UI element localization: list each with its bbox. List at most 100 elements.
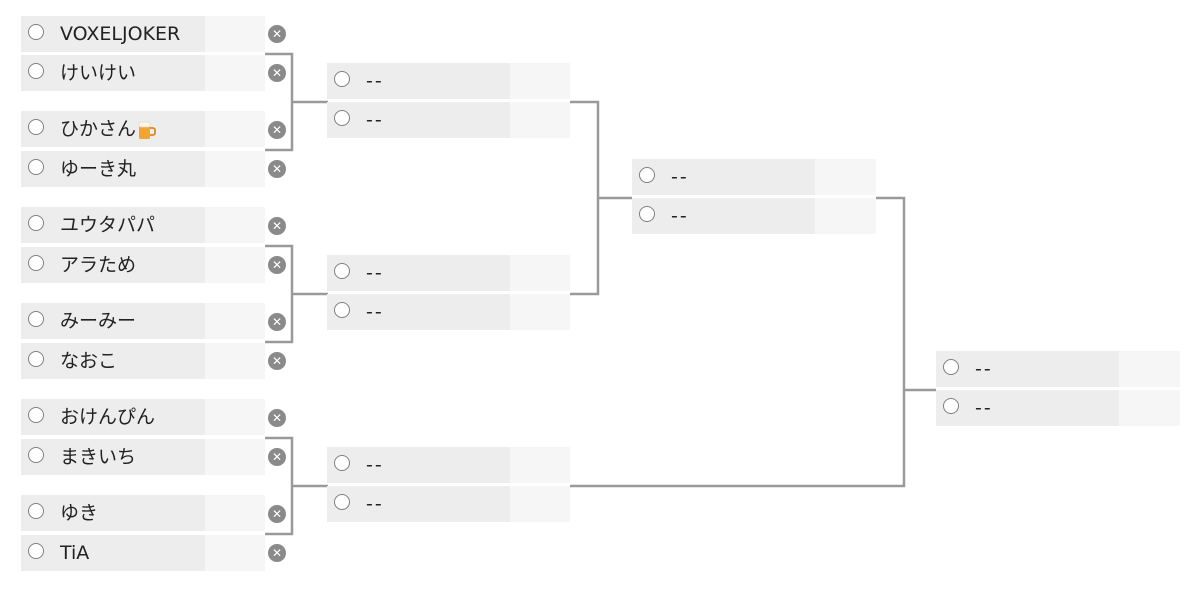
score-cell[interactable]: [205, 495, 265, 531]
score-cell[interactable]: [1119, 390, 1180, 426]
score-cell[interactable]: [205, 207, 265, 243]
player-slot[interactable]: --: [327, 102, 570, 138]
player-slot[interactable]: けいけい: [21, 55, 265, 91]
score-cell[interactable]: [205, 247, 265, 283]
player-slot[interactable]: ゆーき丸: [21, 151, 265, 187]
player-name: けいけい: [60, 62, 137, 84]
score-cell[interactable]: [510, 447, 570, 483]
player-name: TiA: [60, 542, 90, 564]
player-slot[interactable]: TiA: [21, 535, 265, 571]
score-cell[interactable]: [205, 303, 265, 339]
player-name: VOXELJOKER: [60, 23, 181, 45]
score-cell[interactable]: [510, 294, 570, 330]
player-name-cell: アラため: [21, 247, 205, 283]
remove-player-icon[interactable]: ✕: [268, 64, 286, 82]
radio-circle-icon[interactable]: [28, 63, 44, 79]
remove-player-icon[interactable]: ✕: [268, 544, 286, 562]
player-slot[interactable]: ひかさん: [21, 111, 265, 147]
score-cell[interactable]: [510, 486, 570, 522]
player-slot[interactable]: --: [327, 447, 570, 483]
player-slot[interactable]: VOXELJOKER: [21, 16, 265, 52]
player-slot[interactable]: --: [327, 486, 570, 522]
remove-player-icon[interactable]: ✕: [268, 448, 286, 466]
radio-circle-icon[interactable]: [28, 351, 44, 367]
radio-circle-icon[interactable]: [334, 302, 350, 318]
player-name-cell: ゆき: [21, 495, 205, 531]
player-name: --: [975, 358, 993, 380]
player-name: --: [671, 205, 689, 227]
player-slot[interactable]: ユウタパパ: [21, 207, 265, 243]
radio-circle-icon[interactable]: [28, 503, 44, 519]
radio-circle-icon[interactable]: [28, 215, 44, 231]
player-name: まきいち: [60, 446, 137, 468]
player-name-cell: --: [327, 294, 510, 330]
radio-circle-icon[interactable]: [334, 455, 350, 471]
player-slot[interactable]: みーみー: [21, 303, 265, 339]
player-slot[interactable]: --: [936, 351, 1180, 387]
score-cell[interactable]: [1119, 351, 1180, 387]
player-slot[interactable]: ゆき: [21, 495, 265, 531]
score-cell[interactable]: [205, 16, 265, 52]
player-slot[interactable]: --: [327, 255, 570, 291]
player-name: --: [366, 301, 384, 323]
player-name-cell: --: [936, 351, 1119, 387]
player-slot[interactable]: おけんぴん: [21, 399, 265, 435]
player-name-cell: おけんぴん: [21, 399, 205, 435]
remove-player-icon[interactable]: ✕: [268, 217, 286, 235]
score-cell[interactable]: [205, 111, 265, 147]
radio-circle-icon[interactable]: [28, 543, 44, 559]
player-name: --: [366, 454, 384, 476]
remove-player-icon[interactable]: ✕: [268, 25, 286, 43]
player-name-cell: けいけい: [21, 55, 205, 91]
radio-circle-icon[interactable]: [639, 206, 655, 222]
radio-circle-icon[interactable]: [334, 263, 350, 279]
player-slot[interactable]: --: [327, 63, 570, 99]
score-cell[interactable]: [815, 159, 876, 195]
score-cell[interactable]: [510, 63, 570, 99]
player-slot[interactable]: なおこ: [21, 343, 265, 379]
radio-circle-icon[interactable]: [334, 494, 350, 510]
player-name-cell: --: [327, 486, 510, 522]
radio-circle-icon[interactable]: [334, 110, 350, 126]
radio-circle-icon[interactable]: [28, 311, 44, 327]
score-cell[interactable]: [510, 255, 570, 291]
player-name-cell: まきいち: [21, 439, 205, 475]
remove-player-icon[interactable]: ✕: [268, 313, 286, 331]
player-slot[interactable]: --: [936, 390, 1180, 426]
radio-circle-icon[interactable]: [28, 119, 44, 135]
player-slot[interactable]: --: [327, 294, 570, 330]
player-name-cell: --: [936, 390, 1119, 426]
score-cell[interactable]: [205, 151, 265, 187]
score-cell[interactable]: [510, 102, 570, 138]
remove-player-icon[interactable]: ✕: [268, 409, 286, 427]
radio-circle-icon[interactable]: [943, 359, 959, 375]
score-cell[interactable]: [205, 343, 265, 379]
score-cell[interactable]: [205, 55, 265, 91]
player-slot[interactable]: まきいち: [21, 439, 265, 475]
radio-circle-icon[interactable]: [334, 71, 350, 87]
remove-player-icon[interactable]: ✕: [268, 256, 286, 274]
beer-mug-icon: [138, 121, 156, 139]
player-name-cell: --: [327, 447, 510, 483]
score-cell[interactable]: [205, 439, 265, 475]
remove-player-icon[interactable]: ✕: [268, 160, 286, 178]
player-slot[interactable]: アラため: [21, 247, 265, 283]
player-slot[interactable]: --: [632, 159, 876, 195]
score-cell[interactable]: [205, 399, 265, 435]
score-cell[interactable]: [815, 198, 876, 234]
score-cell[interactable]: [205, 535, 265, 571]
player-name: ひかさん: [60, 111, 156, 147]
radio-circle-icon[interactable]: [28, 447, 44, 463]
player-name-cell: ひかさん: [21, 111, 205, 147]
radio-circle-icon[interactable]: [639, 167, 655, 183]
remove-player-icon[interactable]: ✕: [268, 121, 286, 139]
radio-circle-icon[interactable]: [28, 159, 44, 175]
player-slot[interactable]: --: [632, 198, 876, 234]
radio-circle-icon[interactable]: [28, 24, 44, 40]
remove-player-icon[interactable]: ✕: [268, 352, 286, 370]
radio-circle-icon[interactable]: [28, 255, 44, 271]
radio-circle-icon[interactable]: [28, 407, 44, 423]
remove-player-icon[interactable]: ✕: [268, 505, 286, 523]
radio-circle-icon[interactable]: [943, 398, 959, 414]
